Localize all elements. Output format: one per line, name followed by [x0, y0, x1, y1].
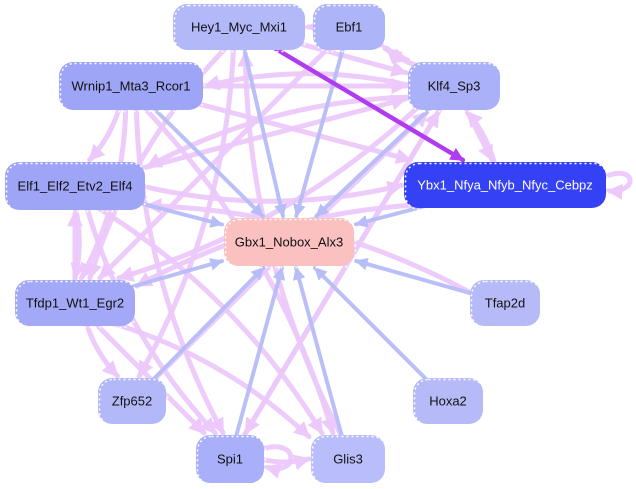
edge-hey1-to-zfp652: [136, 43, 237, 379]
node-border: [408, 62, 503, 113]
edge-elf1-to-gbx1: [139, 201, 224, 228]
node-box: [470, 280, 540, 326]
node-box: [59, 62, 203, 110]
node-tfap2d[interactable]: Tfap2d: [470, 280, 543, 329]
node-label: Hoxa2: [429, 394, 467, 409]
node-box: [413, 378, 483, 424]
edge-spi1-to-glis3: [257, 454, 312, 471]
node-tfdp1[interactable]: Tfdp1_Wt1_Egr2: [15, 280, 138, 329]
edge-klf4-to-ebf1: [384, 45, 421, 69]
node-box: [408, 62, 500, 110]
node-klf4[interactable]: Klf4_Sp3: [408, 62, 503, 113]
edge-tfap2d-to-gbx1: [354, 257, 476, 297]
node-border: [98, 378, 169, 427]
node-border: [15, 280, 138, 329]
node-label: Tfap2d: [485, 296, 525, 311]
edge-tfdp1-to-gbx1: [129, 258, 224, 289]
node-zfp652[interactable]: Zfp652: [98, 378, 169, 427]
edge-zfp652-to-gbx1: [148, 266, 266, 384]
node-label: Hey1_Myc_Mxi1: [191, 20, 287, 35]
node-border: [413, 378, 486, 427]
node-wrnip1[interactable]: Wrnip1_Mta3_Rcor1: [59, 62, 206, 113]
node-hoxa2[interactable]: Hoxa2: [413, 378, 486, 427]
edge-wrnip1-to-elf1: [87, 103, 123, 163]
edge-hoxa2-to-gbx1: [313, 266, 431, 384]
node-gbx1[interactable]: Gbx1_Nobox_Alx3: [224, 218, 357, 269]
node-box: [196, 435, 264, 483]
edge-tfdp1-to-glis3: [105, 319, 312, 440]
edge-klf4-to-elf1: [144, 94, 415, 170]
node-label: Spi1: [217, 452, 243, 467]
node-border: [196, 435, 267, 486]
node-label: Zfp652: [112, 394, 152, 409]
edge-ybx1-to-ybx1: [601, 170, 633, 200]
edge-elf1-to-ybx1: [138, 180, 405, 204]
edge-hey1-to-ybx1: [268, 43, 466, 163]
node-border: [5, 162, 148, 213]
node-label: Gbx1_Nobox_Alx3: [235, 235, 343, 250]
edge-tfdp1-to-zfp652: [83, 319, 120, 379]
node-box: [311, 435, 385, 483]
node-border: [404, 162, 609, 211]
edge-spi1-to-gbx1: [233, 266, 286, 441]
node-border: [173, 4, 308, 53]
edge-hey1-to-klf4: [298, 41, 409, 77]
node-border: [313, 4, 388, 53]
node-glis3[interactable]: Glis3: [311, 435, 388, 486]
node-box: [313, 4, 385, 50]
edge-ebf1-to-tfdp1: [97, 43, 333, 281]
node-label: Ybx1_Nfya_Nfyb_Nfyc_Cebpz: [417, 178, 593, 193]
node-box: [404, 162, 606, 208]
edge-wrnip1-to-gbx1: [149, 104, 265, 218]
node-box: [5, 162, 145, 210]
node-label: Wrnip1_Mta3_Rcor1: [72, 79, 191, 94]
edge-ybx1-to-klf4: [464, 109, 498, 169]
edge-spi1-to-spi1: [259, 444, 294, 479]
edge-elf1-to-spi1: [83, 203, 218, 436]
node-box: [173, 4, 305, 50]
node-label: Klf4_Sp3: [428, 79, 481, 94]
node-border: [224, 218, 357, 269]
node-box: [15, 280, 135, 326]
node-box: [224, 218, 354, 266]
node-ebf1[interactable]: Ebf1: [313, 4, 388, 53]
edge-elf1-to-glis3: [92, 203, 325, 436]
edge-hey1-to-gbx1: [241, 44, 287, 218]
node-label: Tfdp1_Wt1_Egr2: [26, 296, 124, 311]
node-label: Ebf1: [336, 20, 363, 35]
edge-hey1-to-tfdp1: [86, 43, 231, 281]
edge-spi1-to-klf4: [239, 109, 441, 442]
node-box: [98, 378, 166, 424]
node-elf1[interactable]: Elf1_Elf2_Etv2_Elf4: [5, 162, 148, 213]
edge-klf4-to-gbx1: [314, 104, 435, 218]
edges-layer: [66, 18, 633, 479]
edge-tfdp1-to-spi1: [91, 319, 207, 436]
node-label: Glis3: [333, 452, 363, 467]
node-border: [470, 280, 543, 329]
node-hey1[interactable]: Hey1_Myc_Mxi1: [173, 4, 308, 53]
node-ybx1[interactable]: Ybx1_Nfya_Nfyb_Nfyc_Cebpz: [404, 162, 609, 211]
edge-glis3-to-gbx1: [292, 266, 345, 441]
edge-ebf1-to-gbx1: [293, 44, 346, 218]
node-label: Elf1_Elf2_Etv2_Elf4: [18, 179, 133, 194]
node-spi1[interactable]: Spi1: [196, 435, 267, 486]
